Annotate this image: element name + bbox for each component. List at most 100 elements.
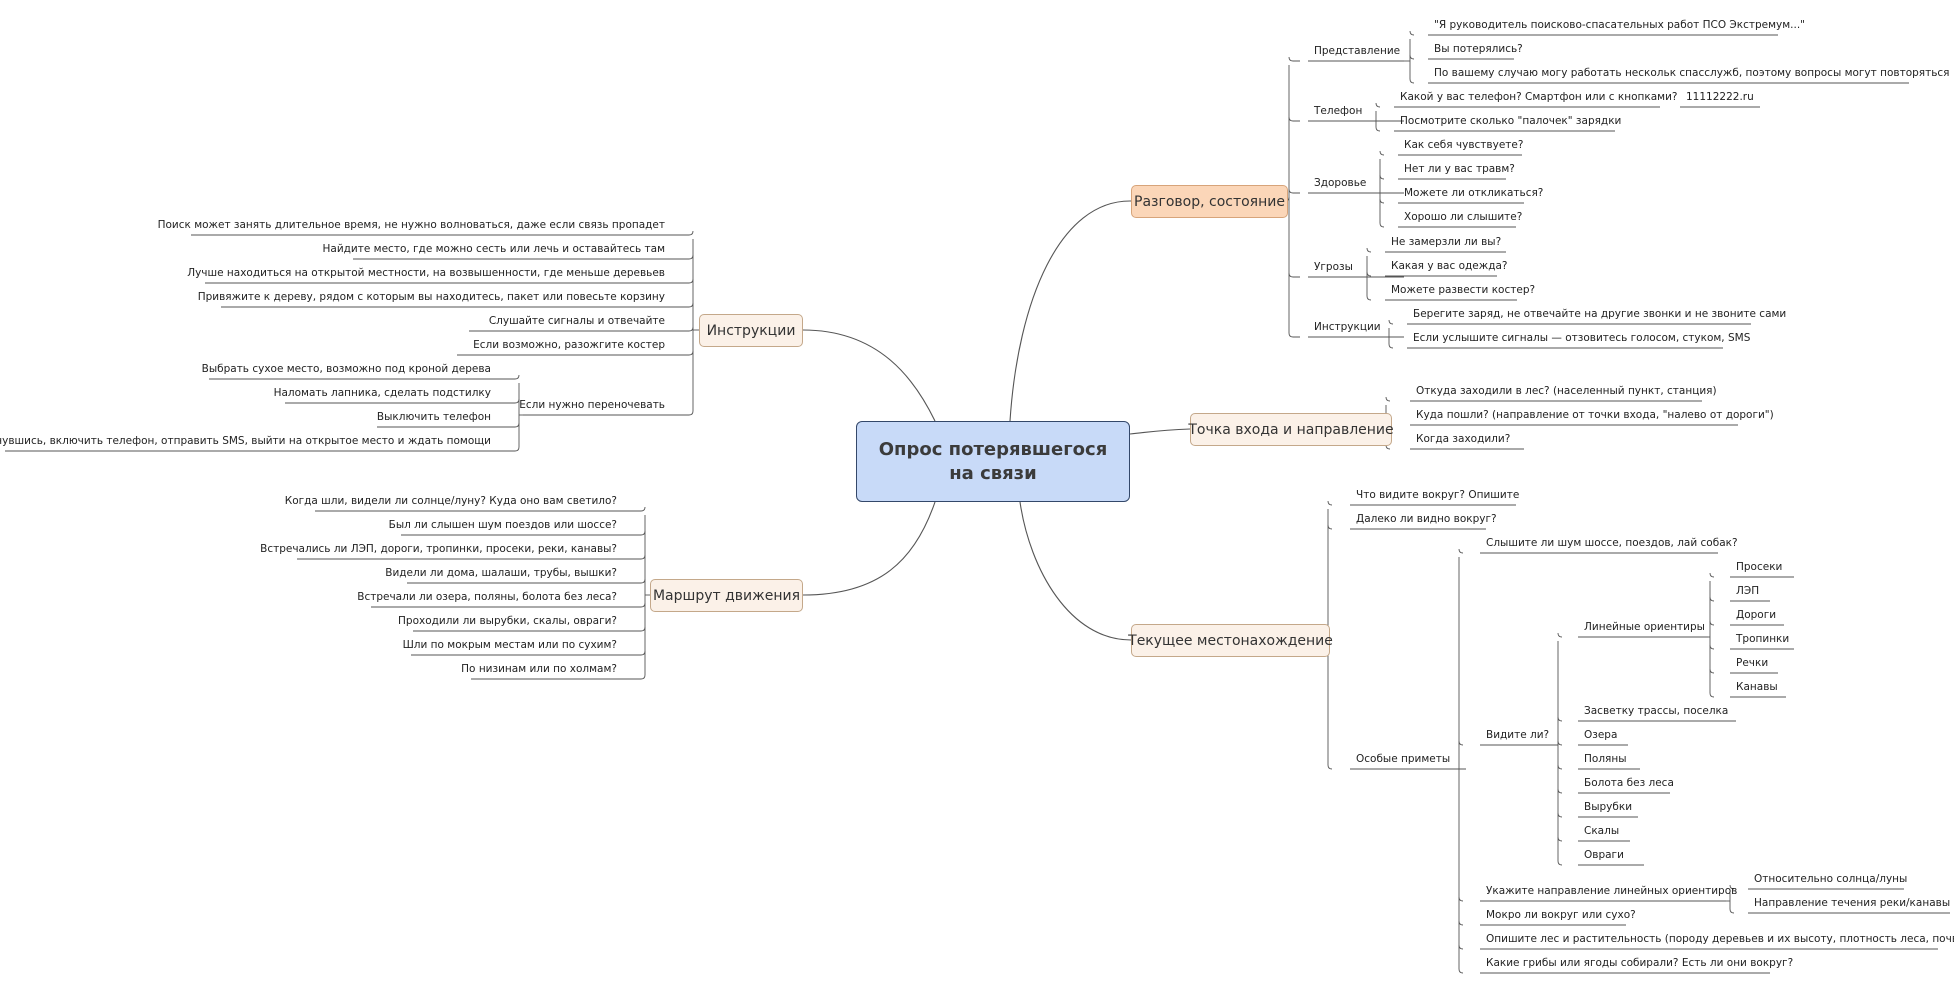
instruction-overnight[interactable]: Если нужно переночевать <box>519 399 665 411</box>
loc-see-item[interactable]: Вырубки <box>1584 801 1633 813</box>
loc-see-item[interactable]: Засветку трассы, поселка <box>1584 705 1729 717</box>
loc-see-around[interactable]: Что видите вокруг? Опишите <box>1356 489 1520 501</box>
bracket-arm <box>640 530 646 536</box>
bracket-arm <box>1557 716 1563 722</box>
conv-instr-item[interactable]: Берегите заряд, не отвечайте на другие з… <box>1413 308 1787 320</box>
central-topic-line1: Опрос потерявшегося <box>878 438 1108 460</box>
conv-phone-item[interactable]: Посмотрите сколько "палочек" зарядки <box>1400 115 1622 127</box>
bracket-arm <box>688 302 694 308</box>
conv-instr-item[interactable]: Если услышите сигналы — отзовитесь голос… <box>1413 332 1751 344</box>
bracket-arm <box>1557 764 1563 770</box>
conv-intro-item[interactable]: Вы потерялись? <box>1434 43 1523 55</box>
loc-linear-item[interactable]: Дороги <box>1736 609 1777 621</box>
loc-hear-noise[interactable]: Слышите ли шум шоссе, поездов, лай собак… <box>1486 537 1738 549</box>
bracket-arm <box>1327 764 1333 770</box>
loc-see-item[interactable]: Овраги <box>1584 849 1624 861</box>
instruction-item[interactable]: Привяжите к дереву, рядом с которым вы н… <box>197 291 665 303</box>
bracket-arm <box>640 626 646 632</box>
conv-health-item[interactable]: Как себя чувствуете? <box>1404 139 1524 151</box>
instruction-item[interactable]: Если возможно, разожгите костер <box>473 339 665 351</box>
route-item[interactable]: Когда шли, видели ли солнце/луну? Куда о… <box>284 495 617 507</box>
instruction-item[interactable]: Поиск может занять длительное время, не … <box>157 219 665 231</box>
bracket-arm <box>688 254 694 260</box>
bracket-arm <box>1557 812 1563 818</box>
instruction-item[interactable]: Найдите место, где можно сесть или лечь … <box>322 243 665 255</box>
overnight-item[interactable]: Наломать лапника, сделать подстилку <box>273 387 491 399</box>
bracket-arm <box>640 602 646 608</box>
loc-see-item[interactable]: Озера <box>1584 729 1618 741</box>
loc-see-item[interactable]: Скалы <box>1584 825 1620 837</box>
overnight-item[interactable]: Выбрать сухое место, возможно под кроной… <box>201 363 491 375</box>
conv-threats-item[interactable]: Можете развести костер? <box>1391 284 1536 296</box>
conv-threats-item[interactable]: Не замерзли ли вы? <box>1391 236 1502 248</box>
bracket-arm <box>1458 740 1464 746</box>
conv-threats-item[interactable]: Какая у вас одежда? <box>1391 260 1508 272</box>
entry-item[interactable]: Когда заходили? <box>1416 433 1511 445</box>
conv-phone-item[interactable]: Какой у вас телефон? Смартфон или с кноп… <box>1400 91 1678 103</box>
branch-route[interactable]: Маршрут движения <box>650 579 803 612</box>
bracket-arm <box>640 554 646 560</box>
bracket-arm <box>1709 668 1715 674</box>
bracket-arm <box>1557 836 1563 842</box>
loc-direction-item[interactable]: Направление течения реки/канавы <box>1754 897 1951 909</box>
loc-wet-dry[interactable]: Мокро ли вокруг или сухо? <box>1486 909 1636 921</box>
connector-route <box>802 501 936 596</box>
route-item[interactable]: Встречались ли ЛЭП, дороги, тропинки, пр… <box>260 543 617 555</box>
entry-item[interactable]: Куда пошли? (направление от точки входа,… <box>1416 409 1774 421</box>
branch-entry-point[interactable]: Точка входа и направление <box>1188 413 1394 446</box>
loc-do-you-see[interactable]: Видите ли? <box>1486 729 1550 741</box>
bracket-arm <box>1327 500 1333 506</box>
loc-direction-item[interactable]: Относительно солнца/луны <box>1754 873 1908 885</box>
overnight-item[interactable]: Выключить телефон <box>376 411 491 423</box>
sub-threats[interactable]: Угрозы <box>1314 261 1353 273</box>
bracket-arm <box>688 350 694 356</box>
route-item[interactable]: По низинам или по холмам? <box>461 663 617 675</box>
branch-current-location[interactable]: Текущее местонахождение <box>1128 624 1333 657</box>
loc-see-item[interactable]: Поляны <box>1584 753 1627 765</box>
conv-health-item[interactable]: Нет ли у вас травм? <box>1404 163 1515 175</box>
bracket-arm <box>1366 271 1372 277</box>
sub-health[interactable]: Здоровье <box>1314 177 1367 189</box>
bracket-arm <box>1288 332 1300 338</box>
bracket-arm <box>1709 620 1715 626</box>
conv-intro-item[interactable]: По вашему случаю могу работать нескольк … <box>1434 67 1950 79</box>
route-item[interactable]: Встречали ли озера, поляны, болота без л… <box>357 591 617 603</box>
route-item[interactable]: Видели ли дома, шалаши, трубы, вышки? <box>385 567 617 579</box>
loc-visibility[interactable]: Далеко ли видно вокруг? <box>1356 513 1497 525</box>
bracket-arm <box>1327 524 1333 530</box>
branch-instructions[interactable]: Инструкции <box>699 314 803 347</box>
route-item[interactable]: Был ли слышен шум поездов или шоссе? <box>388 519 617 531</box>
bracket-arm <box>1288 188 1300 194</box>
loc-linear-item[interactable]: ЛЭП <box>1736 585 1760 597</box>
conv-health-item[interactable]: Хорошо ли слышите? <box>1404 211 1523 223</box>
sub-conv-instructions[interactable]: Инструкции <box>1314 321 1381 333</box>
loc-special-signs[interactable]: Особые приметы <box>1356 753 1451 765</box>
bracket-arm <box>1385 396 1391 402</box>
overnight-item[interactable]: Проснувшись, включить телефон, отправить… <box>0 435 491 447</box>
bracket-arm <box>1288 56 1300 62</box>
loc-linear-item[interactable]: Речки <box>1736 657 1769 669</box>
loc-see-item[interactable]: Болота без леса <box>1584 777 1674 789</box>
loc-direction[interactable]: Укажите направление линейных ориентиров <box>1486 885 1738 897</box>
bracket-arm <box>1409 30 1415 36</box>
loc-forest[interactable]: Опишите лес и растительность (породу дер… <box>1486 933 1954 945</box>
loc-linear-landmarks[interactable]: Линейные ориентиры <box>1584 621 1705 633</box>
phone-site-label[interactable]: 11112222.ru <box>1686 91 1754 103</box>
sub-introduction[interactable]: Представление <box>1314 45 1401 57</box>
instruction-item[interactable]: Слушайте сигналы и отвечайте <box>488 315 665 327</box>
instruction-item[interactable]: Лучше находиться на открытой местности, … <box>187 267 665 279</box>
branch-conversation[interactable]: Разговор, состояние <box>1131 185 1288 218</box>
conv-health-item[interactable]: Можете ли откликаться? <box>1404 187 1544 199</box>
entry-item[interactable]: Откуда заходили в лес? (населенный пункт… <box>1416 385 1717 397</box>
loc-linear-item[interactable]: Канавы <box>1736 681 1778 693</box>
bracket-arm <box>514 398 520 404</box>
loc-linear-item[interactable]: Тропинки <box>1736 633 1790 645</box>
central-topic[interactable]: Опрос потерявшегося на связи <box>856 421 1130 502</box>
loc-linear-item[interactable]: Просеки <box>1736 561 1783 573</box>
sub-phone[interactable]: Телефон <box>1314 105 1363 117</box>
loc-mushrooms[interactable]: Какие грибы или ягоды собирали? Есть ли … <box>1486 957 1794 969</box>
conv-intro-item[interactable]: "Я руководитель поисково-спасательных ра… <box>1434 19 1806 31</box>
route-item[interactable]: Шли по мокрым местам или по сухим? <box>402 639 617 651</box>
route-item[interactable]: Проходили ли вырубки, скалы, овраги? <box>398 615 617 627</box>
